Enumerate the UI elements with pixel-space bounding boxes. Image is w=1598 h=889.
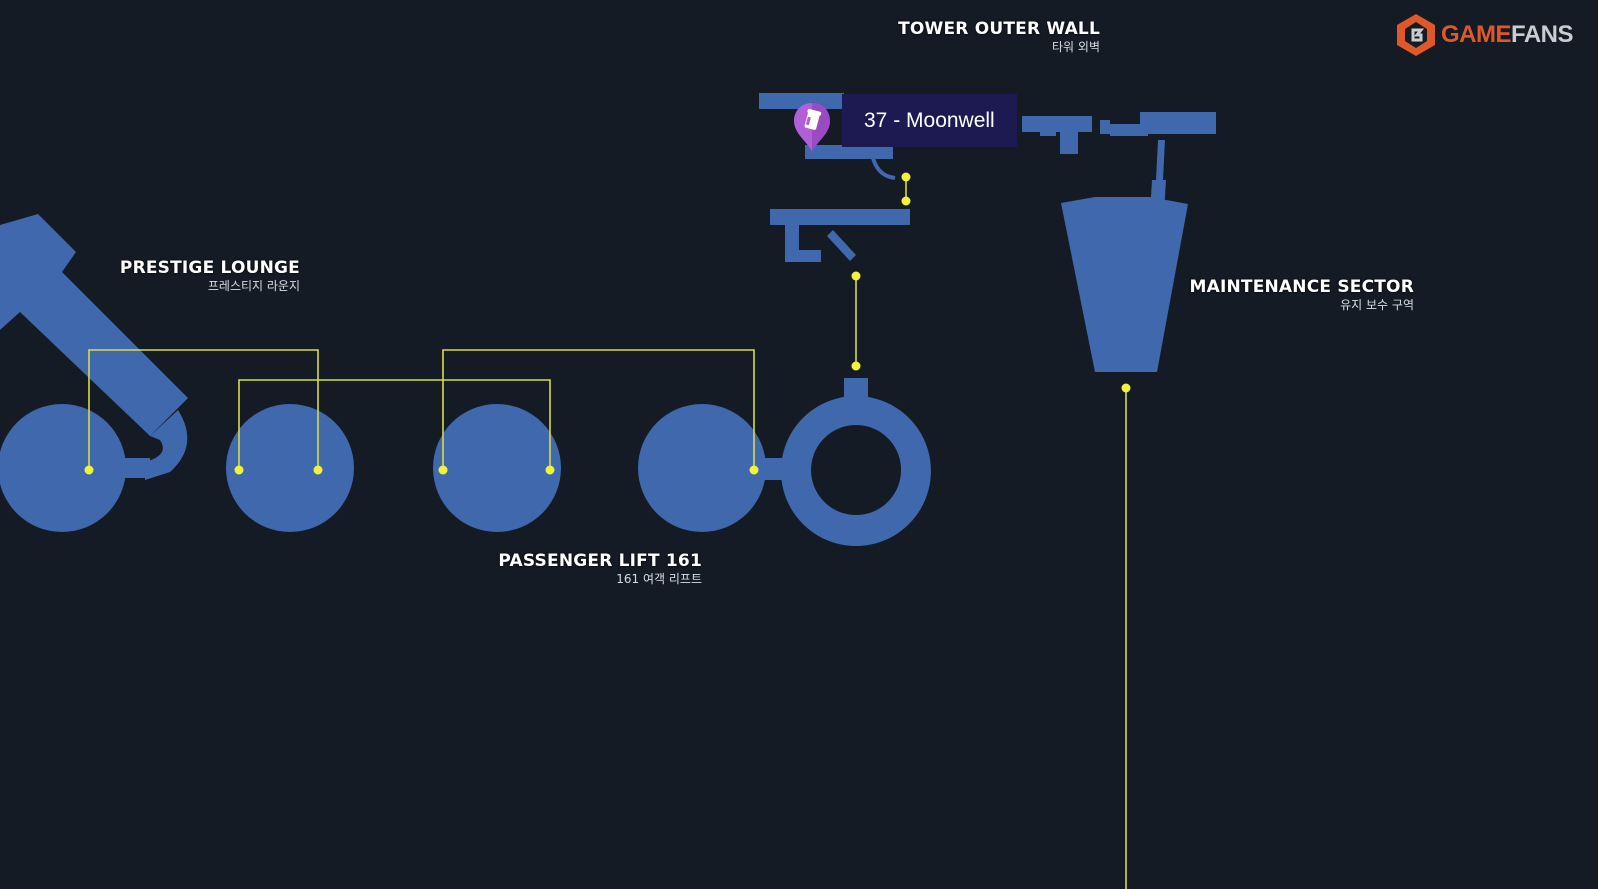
tower-connector-stubs xyxy=(871,157,896,180)
area-label-passenger-lift: PASSENGER LIFT 161 161 여객 리프트 xyxy=(498,551,702,586)
area-name: MAINTENANCE SECTOR xyxy=(1189,277,1414,297)
area-name: TOWER OUTER WALL xyxy=(898,19,1100,39)
area-name-korean: 161 여객 리프트 xyxy=(616,572,702,586)
lift-room-1 xyxy=(0,404,126,532)
moonwell-map-pin-icon[interactable] xyxy=(792,101,832,153)
lift-room-4 xyxy=(638,404,766,532)
gamefans-logo-text: GAMEFANS xyxy=(1441,21,1574,48)
connector-routes xyxy=(88,177,1127,889)
area-name: PRESTIGE LOUNGE xyxy=(119,258,300,278)
gamefans-logo-icon xyxy=(1397,14,1435,56)
prestige-lounge-room xyxy=(0,214,188,480)
maintenance-sector-room xyxy=(1061,197,1188,372)
area-name-korean: 프레스티지 라운지 xyxy=(207,279,300,293)
area-name-korean: 타워 외벽 xyxy=(1052,40,1100,54)
area-label-prestige-lounge: PRESTIGE LOUNGE 프레스티지 라운지 xyxy=(119,258,300,293)
lift-room-2 xyxy=(226,404,354,532)
area-label-tower-outer-wall: TOWER OUTER WALL 타워 외벽 xyxy=(898,19,1100,54)
marker-tooltip: 37 - Moonwell xyxy=(842,94,1017,147)
lift-ring-room xyxy=(780,396,931,546)
marker-label: 37 - Moonwell xyxy=(864,109,995,132)
passenger-lift-rooms xyxy=(0,378,931,546)
lift-room-3 xyxy=(433,404,561,532)
area-name: PASSENGER LIFT 161 xyxy=(498,551,702,571)
gamefans-logo: GAMEFANS xyxy=(1395,12,1574,58)
area-label-maintenance-sector: MAINTENANCE SECTOR 유지 보수 구역 xyxy=(1189,277,1414,312)
connector-nodes[interactable] xyxy=(84,172,1131,475)
tower-upper-rooms xyxy=(759,93,1216,262)
area-name-korean: 유지 보수 구역 xyxy=(1340,298,1414,312)
